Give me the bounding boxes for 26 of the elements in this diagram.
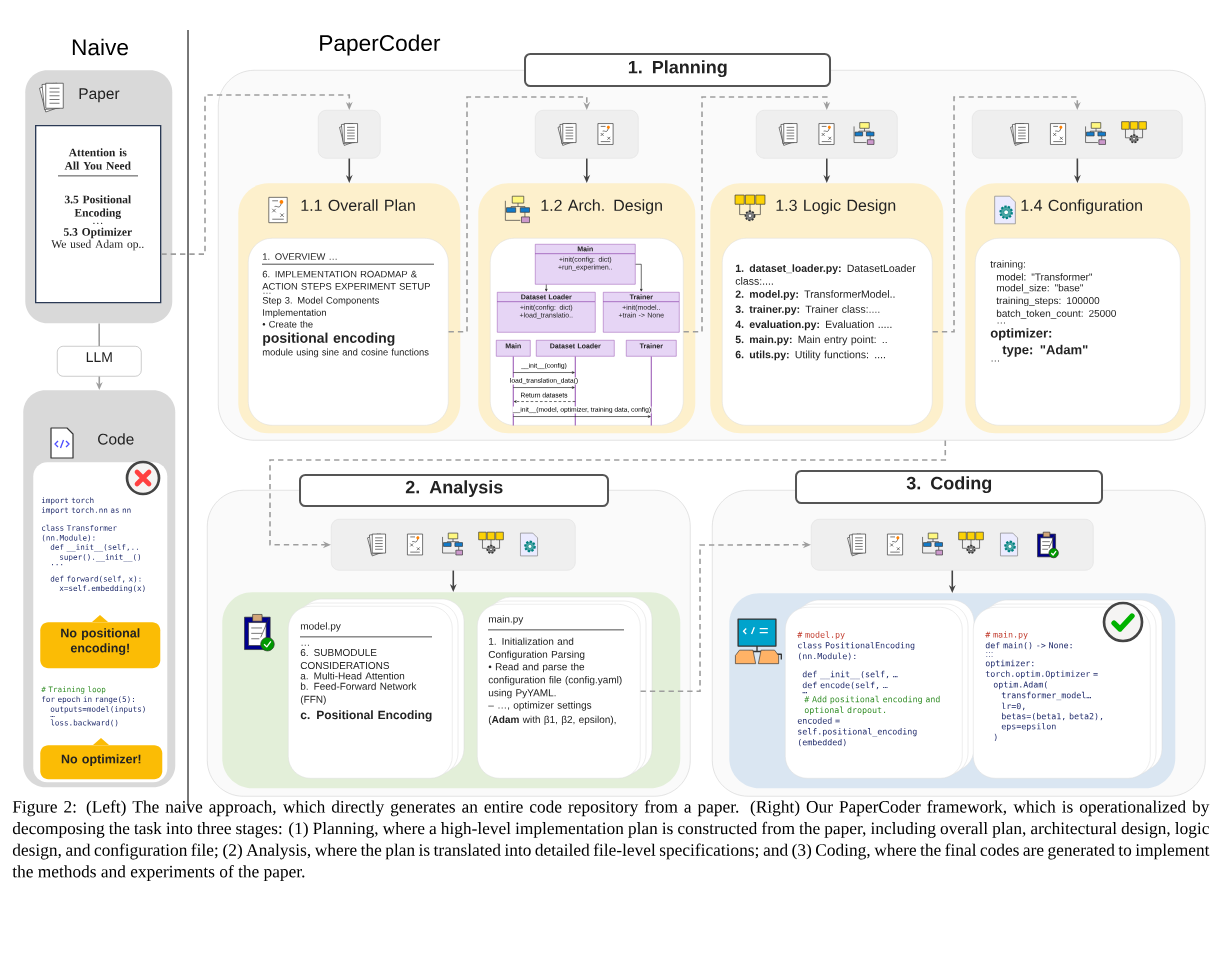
connector-line [98, 322, 101, 347]
warning-callout: No positional encoding! [40, 615, 161, 669]
spec-card: main.py 1. Initialization and Configuration Parsing • Read and parse the configuration file (config.yaml) using PyYAML. – …, optimizer settings (Adam with β1, β2, epsilon), [477, 596, 653, 779]
arrow [447, 96, 591, 333]
config-card: training: model: "Transformer" model_size: "base" training_steps: 100000 batch_token_count: 25000 … optimizer: type: "Adam" … [975, 238, 1181, 426]
arrow [635, 263, 643, 292]
arrow [160, 94, 353, 255]
llm-box: LLM [57, 346, 142, 377]
heading: Naive [72, 38, 128, 56]
warning-callout: No optimizer! [40, 738, 163, 780]
caption: Figure 2: (Left) The naive approach, which directly generates an entire code repository from a paper. (Right) Our PaperCoder framework, which is operationalized by decomposing the task into three stages: (1) Planning, where a high-level implementation plan is constructed from the paper, including overall plan, architectural design, logic design, and configuration file; (2) Analysis, where the plan is translated into detailed file-level specifications; and (3) Coding, where the final codes are generated to implement the methods and experiments of the paper. [12, 800, 1210, 881]
code-card: # model.py class PositionalEncoding (nn.Module): def __init__(self, … def encode(self, … … # Add positional encoding and optional dropout. encoded = self.positional_encoding (embedded) [785, 599, 975, 779]
paper-page: Attention is All You Need 3.5 Positional Encoding … 5.3 Optimizer We used Adam op.. [35, 125, 162, 304]
node-label: 3. Coding [906, 476, 992, 494]
arrow [545, 284, 548, 292]
arrow [931, 96, 1081, 333]
arrow [512, 371, 575, 374]
arrow [512, 415, 651, 418]
plan-card: 1. OVERVIEW … 6. IMPLEMENTATION ROADMAP & ACTION STEPS EXPERIMENT SETUP … Step 3. Model Components Implementation • Create the positional encoding module using sine and cosine functions [248, 238, 449, 426]
heading: PaperCoder [320, 34, 441, 56]
logic-card: 1. dataset_loader.py: DatasetLoader class:.... 2. model.py: TransformerModel.. 3. trainer.py: Trainer class:.... 4. evaluation.py: Evaluation ..... 5. main.py: Main entry point: .. 6. utils.py: Utility functions: .... [722, 238, 933, 426]
code-card: # main.py def main() -> None: … … optimizer: torch.optim.Optimizer = optim.Adam( transformer_model… lr=0, betas=(beta1, beta2), eps=epsilon ) [973, 599, 1163, 779]
arrow [682, 96, 831, 333]
spec-card: model.py … 6. SUBMODULE CONSIDERATIONS a. Multi-Head Attention b. Feed-Forward Network (FFN) c. Positional Encoding [288, 598, 465, 779]
arrow [513, 400, 576, 403]
arrow [512, 386, 575, 389]
